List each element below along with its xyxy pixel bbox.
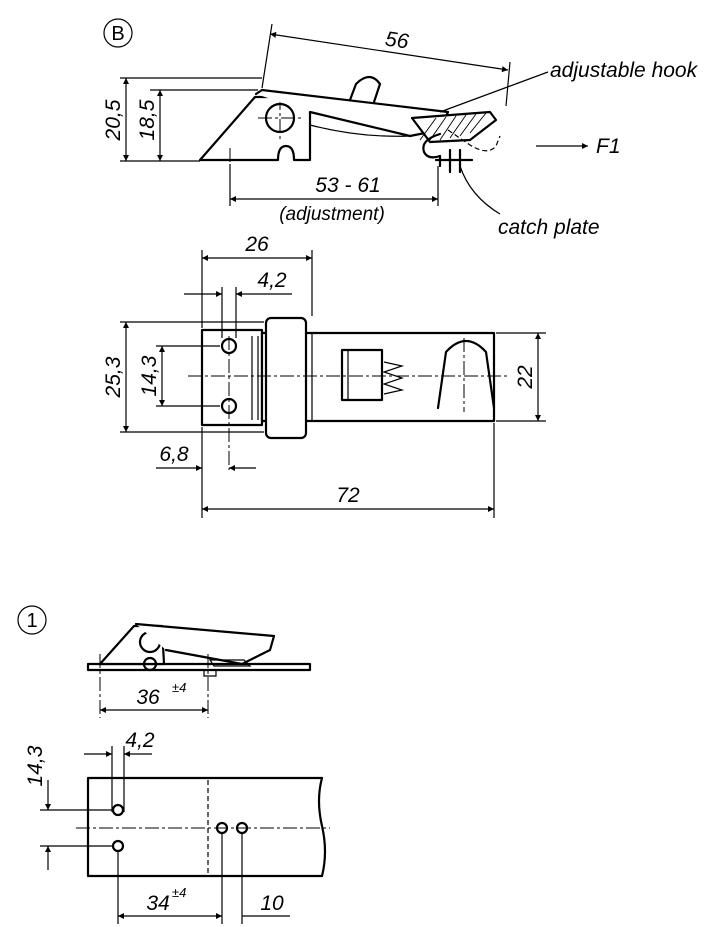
plate-hole-1 [111, 803, 125, 817]
dim-56: 56 [384, 28, 411, 54]
latch-base-body [198, 95, 312, 162]
top-base-plate [200, 328, 264, 427]
label-adjustable-hook: adjustable hook [550, 59, 699, 82]
dim-72: 72 [336, 484, 360, 507]
top-hook-slot [436, 339, 496, 410]
dim-14-3-bottom: 14,3 [24, 745, 47, 786]
dim-34-tolerance: ±4 [172, 885, 186, 900]
view-top: 26 4,2 25,3 14,3 22 6,8 72 [102, 233, 546, 518]
lever-handle-loop [348, 75, 382, 104]
view-b-marker: B [111, 23, 124, 45]
dim-53-61: 53 - 61 [315, 174, 380, 197]
dim-25-3: 25,3 [102, 356, 125, 398]
dim-14-3-top: 14,3 [138, 355, 161, 396]
dim-6-8: 6,8 [159, 443, 189, 466]
view-1-marker-circle [17, 605, 47, 635]
adjustable-hook [410, 110, 501, 159]
plate-hole-2 [111, 839, 125, 853]
dim-10: 10 [260, 892, 284, 915]
dim-26: 26 [244, 233, 269, 256]
dim-4-2-bottom: 4,2 [125, 729, 155, 752]
dim-36-tolerance: ±4 [172, 680, 186, 695]
dim-22: 22 [514, 365, 537, 390]
top-hinge [264, 316, 308, 440]
label-catch-plate: catch plate [498, 216, 600, 239]
dim-4-2-top: 4,2 [257, 269, 287, 292]
label-f1: F1 [596, 135, 621, 158]
view-1-marker: 1 [26, 610, 37, 632]
dim-34: 34 [146, 892, 169, 915]
view-b: B [102, 18, 699, 239]
catch-plate [434, 148, 474, 174]
top-spring-housing [340, 348, 384, 402]
dim-18-5: 18,5 [136, 99, 159, 140]
dim-20-5: 20,5 [102, 99, 125, 141]
dim-36: 36 [136, 686, 160, 709]
mount-plate-top [86, 776, 324, 878]
lever-side [134, 622, 276, 666]
view-b-marker-circle [103, 18, 133, 48]
spring-icon [382, 361, 405, 395]
view-1: 1 36 ±4 4,2 14,3 [17, 605, 330, 924]
dim-adjustment-note: (adjustment) [279, 204, 385, 225]
